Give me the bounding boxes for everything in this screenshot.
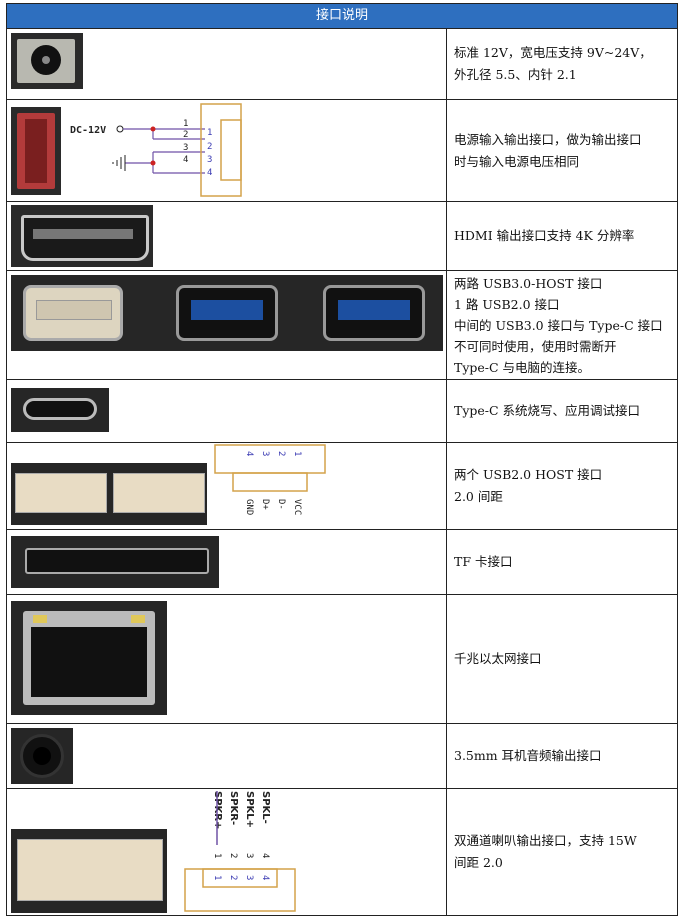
description-line: 电源输入输出接口，做为输出接口 <box>454 131 642 147</box>
interface-table: 接口说明 标准 12V，宽电压支持 9V~24V， 外孔径 5.5、内针 2.1… <box>6 3 678 916</box>
description-line: HDMI 输出接口支持 4K 分辨率 <box>454 228 635 243</box>
usb2-signal-label: VCC <box>292 499 302 515</box>
description-line: Type-C 与电脑的连接。 <box>454 359 591 375</box>
dc-12v-label: DC-12V <box>70 125 106 136</box>
usb2-headers-description: 两个 USB2.0 HOST 接口 2.0 间距 <box>447 443 677 529</box>
power-connector-schematic: DC-12V 1 2 3 4 1 <box>70 103 242 197</box>
power-pin-number: 3 <box>207 155 212 165</box>
power-pin-number: 1 <box>183 119 188 129</box>
description-line: Type-C 系统烧写、应用调试接口 <box>454 403 641 418</box>
row-speaker: SPKR+ SPKR- SPKL+ SPKL- 1 2 3 4 1 2 3 <box>7 789 677 915</box>
type-c-port-photo <box>11 388 109 432</box>
description-line: 中间的 USB3.0 接口与 Type-C 接口 <box>454 317 663 333</box>
row-ethernet: 千兆以太网接口 <box>7 595 677 724</box>
description-line: TF 卡接口 <box>454 554 513 569</box>
usb-ports-description: 两路 USB3.0-HOST 接口 1 路 USB2.0 接口 中间的 USB3… <box>447 271 677 379</box>
dc-jack-image-cell <box>7 29 447 99</box>
description-line: 间距 2.0 <box>454 855 503 870</box>
dc-jack-description: 标准 12V，宽电压支持 9V~24V， 外孔径 5.5、内针 2.1 <box>447 29 677 99</box>
hdmi-port-photo <box>11 205 153 267</box>
description-line: 标准 12V，宽电压支持 9V~24V， <box>454 45 652 60</box>
speaker-pin-number: 1 <box>212 875 222 880</box>
speaker-signal-label: SPKL- <box>260 791 271 824</box>
power-pin-number: 2 <box>183 130 188 140</box>
description-line: 两个 USB2.0 HOST 接口 <box>454 467 603 482</box>
dc-jack-photo <box>11 33 83 89</box>
usb2-headers-image-cell: 4 3 2 1 GND D+ D- VCC <box>7 443 447 529</box>
usb3-port <box>323 285 425 341</box>
usb-ports-photo <box>11 275 443 351</box>
audio-jack-photo <box>11 728 73 784</box>
audio-jack-image-cell <box>7 724 447 788</box>
power-connector-description: 电源输入输出接口，做为输出接口 时与输入电源电压相同 <box>447 100 677 201</box>
row-usb2-headers: 4 3 2 1 GND D+ D- VCC 两个 USB2.0 HOST 接口 … <box>7 443 677 530</box>
usb3-port <box>176 285 278 341</box>
description-line: 3.5mm 耳机音频输出接口 <box>454 748 602 763</box>
row-audio-jack: 3.5mm 耳机音频输出接口 <box>7 724 677 789</box>
description-line: 千兆以太网接口 <box>454 651 542 666</box>
power-connector-photo <box>11 107 61 195</box>
type-c-image-cell <box>7 380 447 442</box>
description-line: 2.0 间距 <box>454 489 503 504</box>
description-line: 外孔径 5.5、内针 2.1 <box>454 67 577 82</box>
usb2-signal-label: D- <box>276 499 286 510</box>
table-header: 接口说明 <box>7 4 677 29</box>
description-line: 不可同时使用，使用时需断开 <box>454 338 617 354</box>
speaker-image-cell: SPKR+ SPKR- SPKL+ SPKL- 1 2 3 4 1 2 3 <box>7 789 447 915</box>
row-power-connector: DC-12V 1 2 3 4 1 <box>7 100 677 202</box>
ethernet-image-cell <box>7 595 447 723</box>
usb-ports-image-cell <box>7 271 447 379</box>
row-hdmi: HDMI 输出接口支持 4K 分辨率 <box>7 202 677 271</box>
row-usb-ports: 两路 USB3.0-HOST 接口 1 路 USB2.0 接口 中间的 USB3… <box>7 271 677 380</box>
power-pin-number: 4 <box>207 168 212 178</box>
ethernet-port-photo <box>11 601 167 715</box>
ethernet-description: 千兆以太网接口 <box>447 595 677 723</box>
usb2-pin-number: 2 <box>276 451 286 456</box>
description-line: 1 路 USB2.0 接口 <box>454 296 560 312</box>
speaker-pin-number: 2 <box>228 853 238 858</box>
type-c-description: Type-C 系统烧写、应用调试接口 <box>447 380 677 442</box>
row-type-c: Type-C 系统烧写、应用调试接口 <box>7 380 677 443</box>
description-line: 时与输入电源电压相同 <box>454 153 580 169</box>
tf-card-image-cell <box>7 530 447 594</box>
description-line: 两路 USB3.0-HOST 接口 <box>454 275 603 291</box>
speaker-pin-number: 1 <box>212 853 222 858</box>
hdmi-image-cell <box>7 202 447 270</box>
speaker-signal-label: SPKR- <box>228 791 239 825</box>
speaker-pin-number: 4 <box>260 853 270 858</box>
usb2-pin-number: 4 <box>244 451 254 456</box>
audio-jack-description: 3.5mm 耳机音频输出接口 <box>447 724 677 788</box>
hdmi-description: HDMI 输出接口支持 4K 分辨率 <box>447 202 677 270</box>
power-connector-image-cell: DC-12V 1 2 3 4 1 <box>7 100 447 201</box>
usb2-signal-label: GND <box>244 499 254 515</box>
speaker-pin-number: 2 <box>228 875 238 880</box>
description-line: 双通道喇叭输出接口，支持 15W <box>454 833 637 848</box>
speaker-pin-number: 4 <box>260 875 270 880</box>
power-pin-number: 2 <box>207 142 212 152</box>
row-tf-card: TF 卡接口 <box>7 530 677 595</box>
usb2-pin-number: 1 <box>292 451 302 456</box>
usb2-pinout-diagram: 4 3 2 1 GND D+ D- VCC <box>214 444 326 515</box>
usb2-signal-label: D+ <box>260 499 270 510</box>
usb2-headers-photo <box>11 463 207 525</box>
speaker-connector-photo <box>11 829 167 913</box>
row-dc-jack: 标准 12V，宽电压支持 9V~24V， 外孔径 5.5、内针 2.1 <box>7 29 677 100</box>
power-pin-number: 1 <box>207 128 212 138</box>
speaker-description: 双通道喇叭输出接口，支持 15W 间距 2.0 <box>447 789 677 915</box>
speaker-pin-number: 3 <box>244 875 254 880</box>
speaker-pin-number: 3 <box>244 853 254 858</box>
usb2-port <box>23 285 123 341</box>
tf-card-description: TF 卡接口 <box>447 530 677 594</box>
power-pin-number: 4 <box>183 155 188 165</box>
power-pin-number: 3 <box>183 143 188 153</box>
tf-card-slot-photo <box>11 536 219 588</box>
speaker-signal-label: SPKL+ <box>244 791 255 828</box>
usb2-pin-number: 3 <box>260 451 270 456</box>
speaker-pinout-diagram: SPKR+ SPKR- SPKL+ SPKL- 1 2 3 4 1 2 3 <box>184 791 296 912</box>
